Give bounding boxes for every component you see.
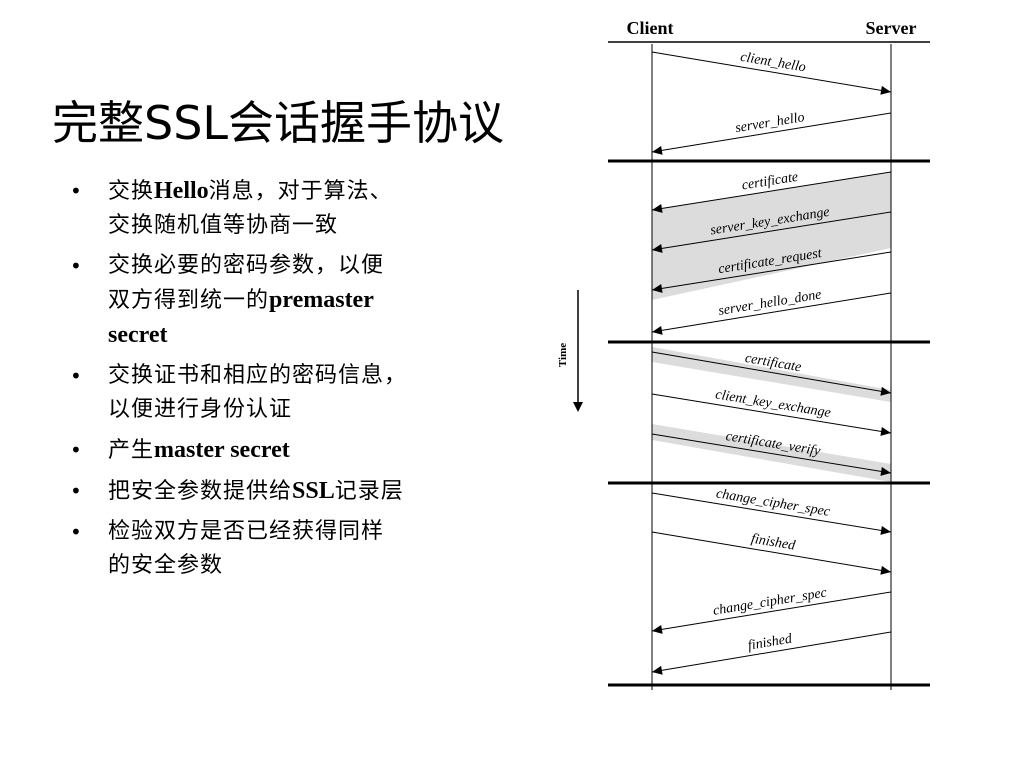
message-label: finished [750,532,797,554]
message-arrow [651,211,892,251]
message-arrow [651,292,892,333]
bullet-text: SSL [292,478,335,504]
bullet-item: • 产生master secret [70,433,490,468]
message-label: server_hello_done [717,287,822,319]
bullet-text: 记录层 [334,479,404,504]
message-arrowhead [880,386,891,396]
bullet-item: • 交换必要的密码参数，以便双方得到统一的premaster secret [70,249,490,353]
message-arrow [651,393,892,434]
bullet-dot: • [70,438,83,462]
message-label: finished [747,631,794,653]
bullet-dot: • [70,179,83,203]
bullet-text: secret [108,322,168,348]
message-arrow [651,433,892,474]
message-arrowhead [652,283,663,293]
message-arrow [651,591,892,632]
message-arrow [651,112,892,153]
bullet-item: • 把安全参数提供给SSL记录层 [70,474,490,509]
message-label: change_cipher_spec [712,585,829,618]
bullet-text: 交换证书和相应的密码信息， [108,363,408,388]
shaded-band [652,347,891,402]
bullet-text: 的安全参数 [108,553,224,578]
message-arrowhead [652,665,663,675]
message-arrow [651,251,892,291]
bullet-text: 消息，对于算法、 [208,179,393,204]
bullet-dot: • [70,479,83,503]
message-arrowhead [652,243,663,253]
bullet-text: 双方得到统一的 [108,288,270,313]
message-label: client_hello [739,50,807,76]
slide-title: 完整SSL会话握手协议 [52,96,505,150]
message-arrowhead [652,325,663,335]
bullet-dot: • [70,520,83,544]
bullet-text: Hello [154,178,209,204]
message-arrowhead [880,426,891,436]
message-arrowhead [880,525,891,535]
bullet-text: premaster [269,287,374,313]
bullet-text: 把安全参数提供给 [108,479,293,504]
message-arrowhead [880,85,891,95]
bullet-text: 交换随机值等协商一致 [108,213,339,238]
time-axis-label: Time [557,343,569,367]
bullet-item: • 交换证书和相应的密码信息， 以便进行身份认证 [70,359,490,427]
bullet-dot: • [70,254,83,278]
message-arrowhead [652,624,663,634]
bullet-text: 产生 [108,438,155,463]
message-arrowhead [880,466,891,476]
message-label: change_cipher_spec [715,486,832,519]
bullet-dot: • [70,364,83,388]
message-arrow [651,171,892,211]
message-arrow [651,492,892,533]
bullet-item: • 检验双方是否已经获得同样的安全参数 [70,515,490,583]
message-label: client_key_exchange [714,387,831,421]
bullet-text: 交换必要的密码参数，以便 [108,253,385,278]
bullet-text: 交换 [108,179,155,204]
message-arrow [651,351,892,394]
bullet-text: master secret [154,437,290,463]
bullet-text: 以便进行身份认证 [108,397,293,422]
client-header: Client [627,18,674,38]
time-axis-arrow [573,402,583,412]
message-arrowhead [880,565,891,575]
message-arrow [651,531,892,573]
shaded-band [652,172,891,300]
message-arrowhead [652,203,663,213]
bullet-list: • 交换Hello消息，对于算法、交换随机值等协商一致 • 交换必要的密码参数，以便双… [70,174,490,589]
bullet-text: 检验双方是否已经获得同样 [108,519,385,544]
message-arrow [651,631,892,673]
bullet-item: • 交换Hello消息，对于算法、交换随机值等协商一致 [70,174,490,243]
message-arrow [651,51,892,93]
server-header: Server [866,18,917,38]
message-arrowhead [652,145,663,155]
